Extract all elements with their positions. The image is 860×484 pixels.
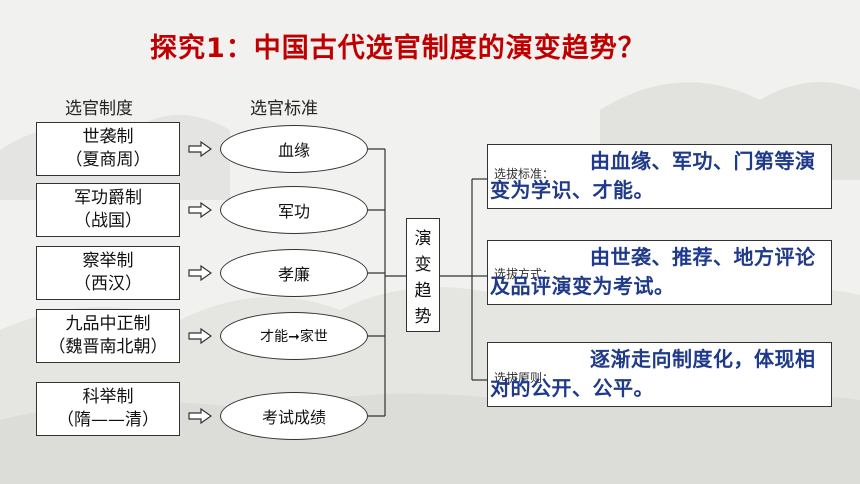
system-era: （隋——清） bbox=[57, 410, 159, 430]
trend-box: 演 变 趋 势 bbox=[406, 218, 440, 332]
system-name: 九品中正制 bbox=[65, 314, 151, 334]
outline-arrow-icon bbox=[188, 202, 212, 218]
system-name: 军功爵制 bbox=[74, 188, 142, 208]
result-text: 逐渐走向制度化，体现相对的公开、公平。 bbox=[490, 347, 816, 400]
result-text: 由世袭、推荐、地方评论及品评演变为考试。 bbox=[490, 245, 816, 298]
trend-char: 演 bbox=[414, 228, 432, 249]
system-box-recommendation: 察举制 （西汉） bbox=[36, 246, 180, 300]
result-label: 选拔标准： bbox=[494, 167, 555, 181]
standards-column-label: 选官标准 bbox=[250, 99, 318, 119]
trend-char: 变 bbox=[414, 254, 432, 275]
system-box-hereditary: 世袭制 （夏商周） bbox=[36, 122, 180, 176]
result-box-method: 选拔方式： 由世袭、推荐、地方评论及品评演变为考试。 bbox=[487, 240, 832, 305]
outline-arrow-icon bbox=[188, 408, 212, 424]
trend-char: 势 bbox=[414, 306, 432, 327]
system-era: （西汉） bbox=[74, 274, 142, 294]
system-era: （战国） bbox=[74, 211, 142, 231]
standard-ellipse-filial-integrity: 孝廉 bbox=[220, 249, 368, 297]
system-box-imperial-exam: 科举制 （隋——清） bbox=[36, 382, 180, 436]
system-name: 察举制 bbox=[82, 251, 134, 271]
result-box-principle: 选拔原则： 逐渐走向制度化，体现相对的公开、公平。 bbox=[487, 342, 832, 407]
systems-column-label: 选官制度 bbox=[65, 99, 133, 119]
standard-ellipse-exam-score: 考试成绩 bbox=[220, 392, 368, 440]
page-title: 探究1：中国古代选官制度的演变趋势？ bbox=[150, 33, 646, 64]
system-name: 科举制 bbox=[82, 387, 134, 407]
system-box-nine-rank: 九品中正制 （魏晋南北朝） bbox=[36, 309, 180, 363]
standard-ellipse-bloodline: 血缘 bbox=[220, 125, 368, 173]
result-label: 选拔方式： bbox=[494, 267, 555, 281]
standard-ellipse-talent-family: 才能➞家世 bbox=[220, 312, 368, 360]
outline-arrow-icon bbox=[188, 141, 212, 157]
system-name: 世袭制 bbox=[82, 127, 134, 147]
result-text: 由血缘、军功、门第等演变为学识、才能。 bbox=[490, 149, 816, 202]
system-era: （魏晋南北朝） bbox=[48, 337, 168, 357]
system-box-military-merit: 军功爵制 （战国） bbox=[36, 183, 180, 237]
result-label: 选拔原则： bbox=[494, 371, 555, 385]
trend-char: 趋 bbox=[414, 280, 432, 301]
system-era: （夏商周） bbox=[65, 150, 151, 170]
outline-arrow-icon bbox=[188, 328, 212, 344]
standard-ellipse-military-merit: 军功 bbox=[220, 186, 368, 234]
result-box-standard: 选拔标准： 由血缘、军功、门第等演变为学识、才能。 bbox=[487, 144, 832, 209]
outline-arrow-icon bbox=[188, 265, 212, 281]
